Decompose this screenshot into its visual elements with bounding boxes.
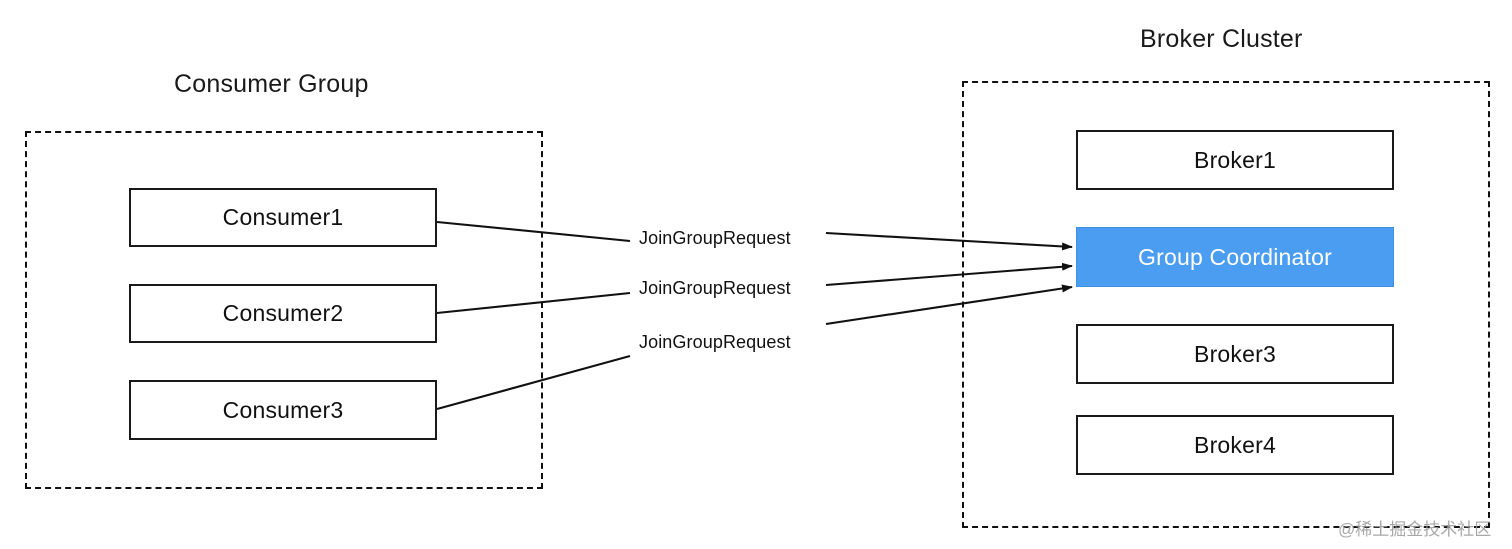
- node-broker4[interactable]: Broker4: [1076, 415, 1394, 475]
- node-consumer3[interactable]: Consumer3: [129, 380, 437, 440]
- edge-label-joingrouprequest-1: JoinGroupRequest: [639, 228, 791, 248]
- node-consumer1[interactable]: Consumer1: [129, 188, 437, 247]
- node-consumer2[interactable]: Consumer2: [129, 284, 437, 343]
- node-group-coordinator[interactable]: Group Coordinator: [1076, 227, 1394, 287]
- edge-label-joingrouprequest-3: JoinGroupRequest: [639, 332, 791, 352]
- edge-label-joingrouprequest-2: JoinGroupRequest: [639, 278, 791, 298]
- node-broker3[interactable]: Broker3: [1076, 324, 1394, 384]
- broker-cluster-title: Broker Cluster: [1140, 25, 1303, 53]
- node-broker1[interactable]: Broker1: [1076, 130, 1394, 190]
- consumer-group-title: Consumer Group: [174, 70, 369, 98]
- watermark-text: @稀土掘金技术社区: [1338, 520, 1492, 539]
